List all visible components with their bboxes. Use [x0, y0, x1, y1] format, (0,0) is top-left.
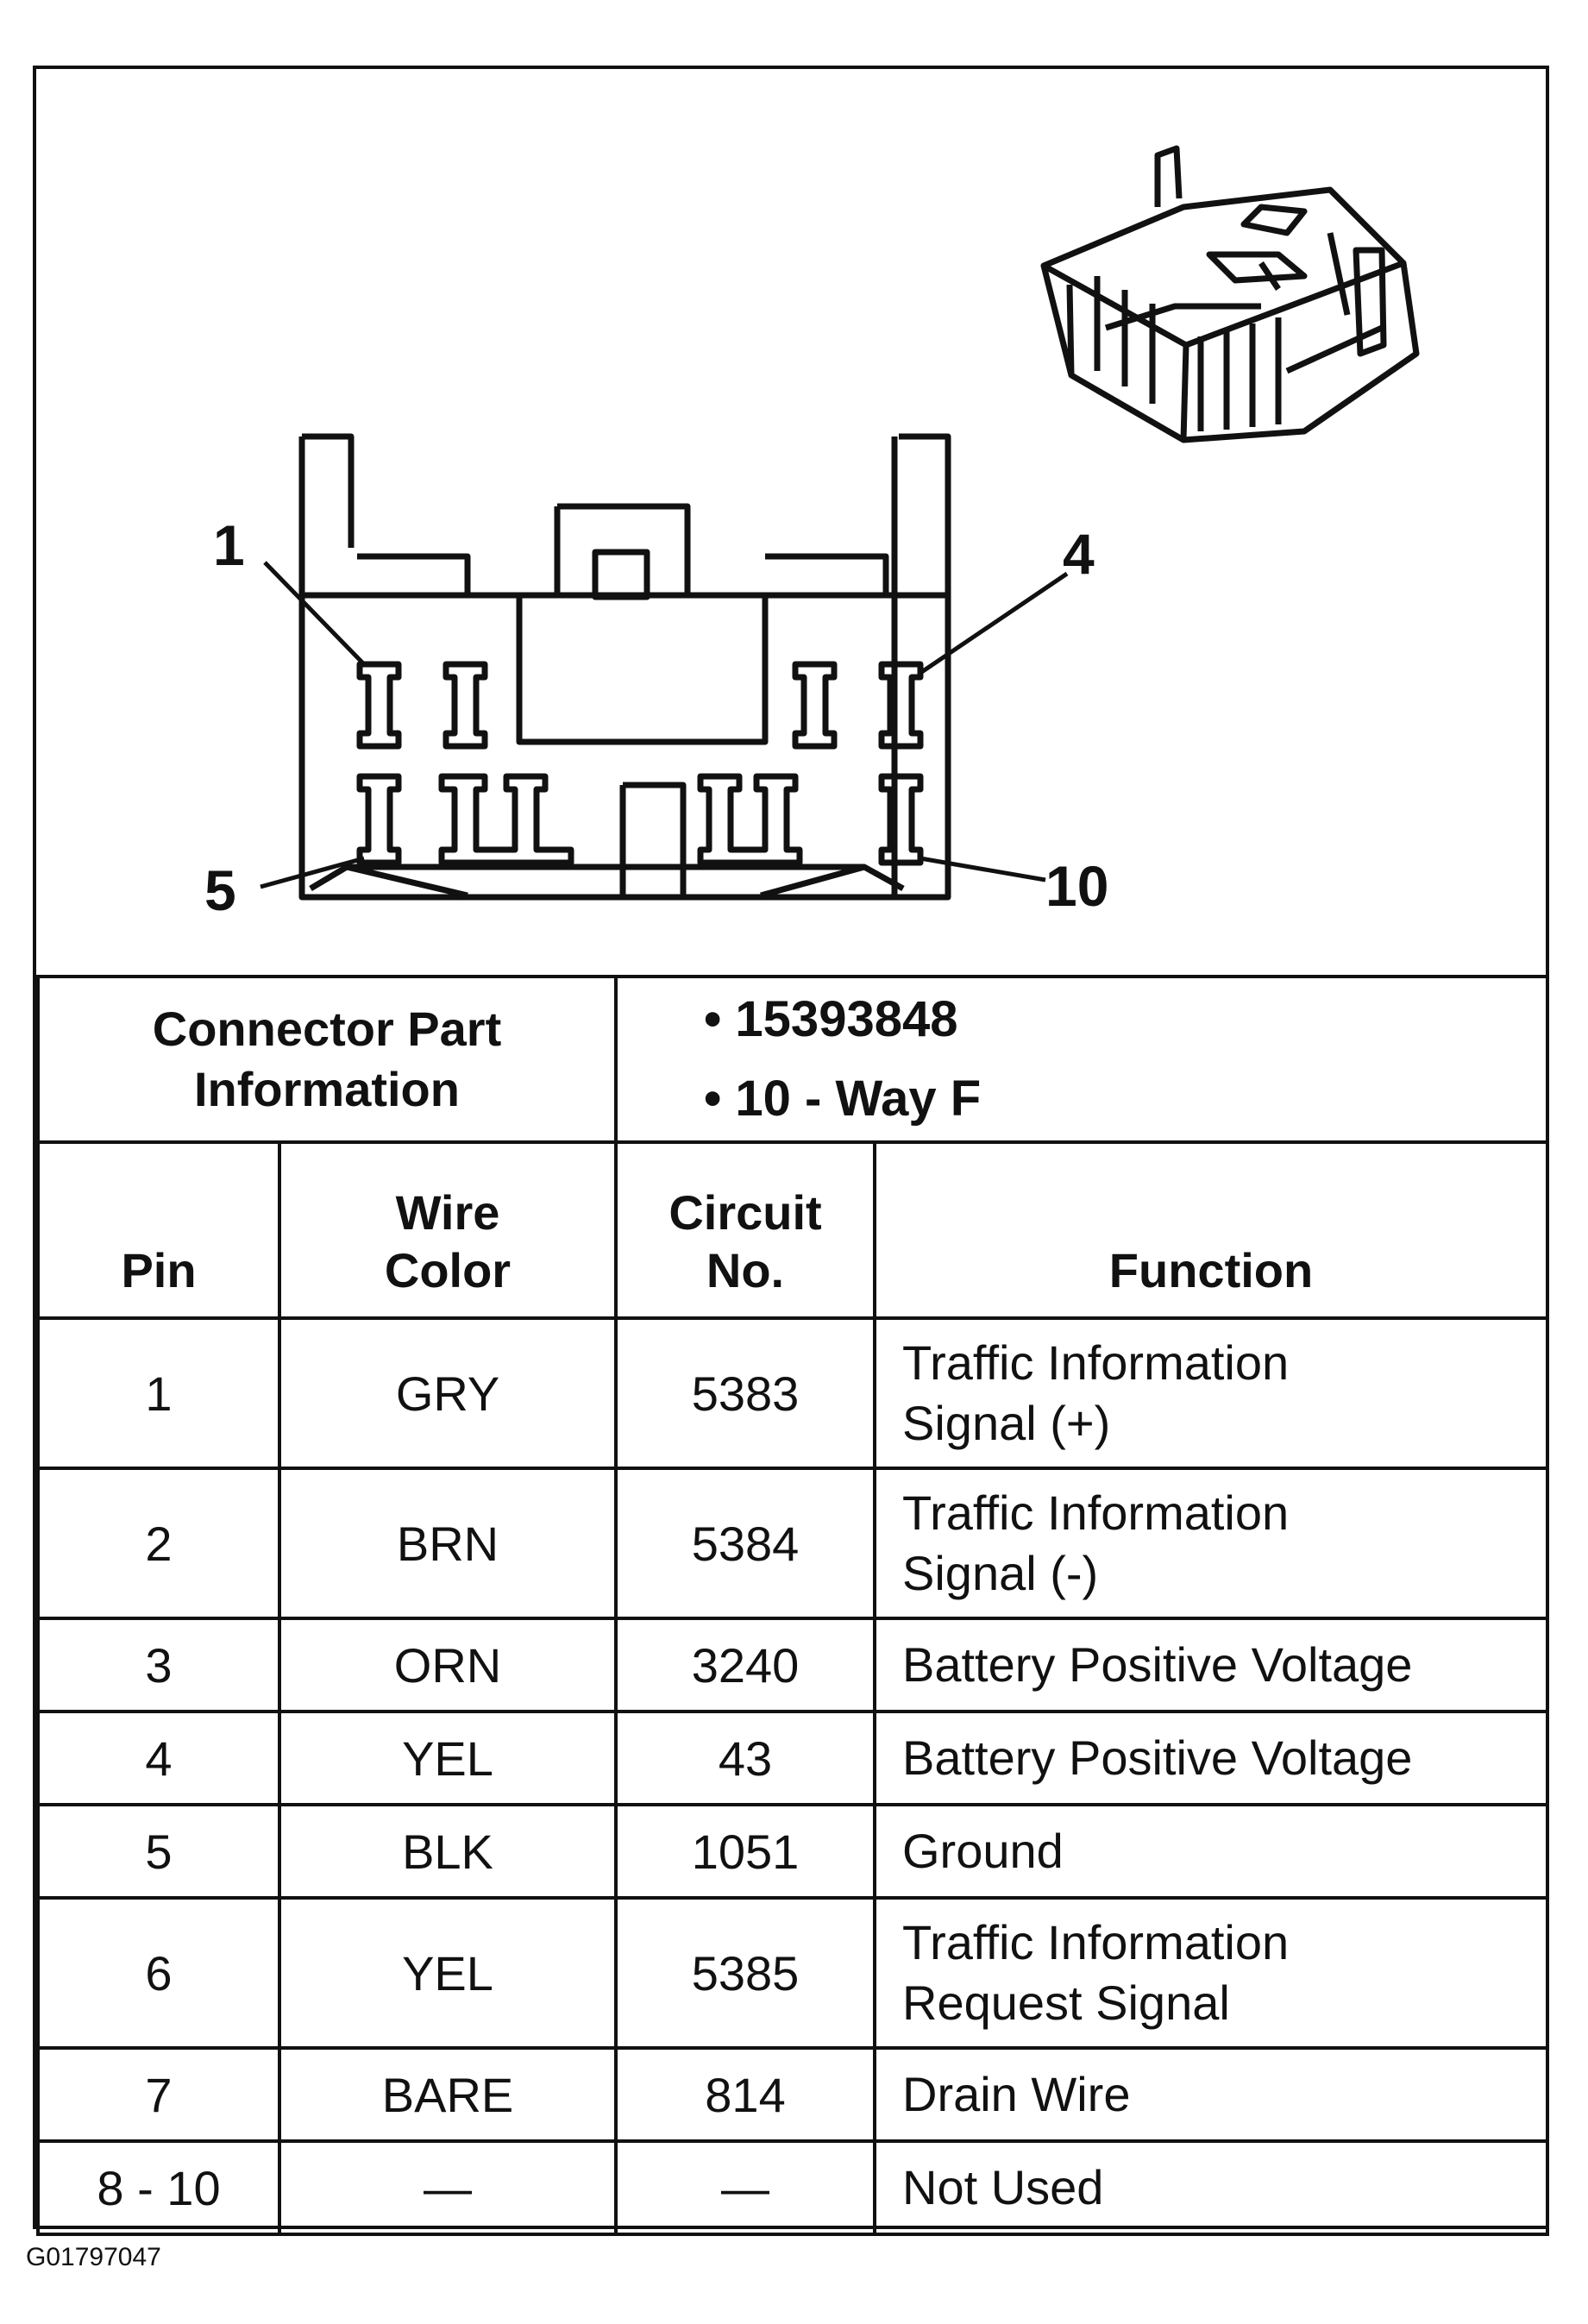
header-pin: Pin [36, 1140, 281, 1320]
pin-cell: 2 [36, 1467, 281, 1620]
wire-color-cell: BLK [278, 1803, 618, 1900]
connector-info-label-line1: Connector Part [152, 1002, 502, 1056]
circuit-cell: 3240 [614, 1617, 876, 1713]
table-row: 7 BARE 814 Drain Wire [36, 2046, 1549, 2143]
circuit-cell: 5385 [614, 1896, 876, 2050]
connector-part-number: • 15393848 [704, 991, 958, 1047]
connector-3d-illustration [1040, 145, 1420, 443]
pin-cell: 1 [36, 1316, 281, 1470]
header-wire-color: Wire Color [278, 1140, 618, 1320]
table-row: 4 YEL 43 Battery Positive Voltage [36, 1710, 1549, 1806]
circuit-cell: 814 [614, 2046, 876, 2143]
table-row: 5 BLK 1051 Ground [36, 1803, 1549, 1900]
pin-label-1: 1 [213, 513, 245, 577]
table-row: 8 - 10 — — Not Used [36, 2139, 1549, 2236]
pin-label-4: 4 [1063, 522, 1095, 586]
pin-cell: 7 [36, 2046, 281, 2143]
pin-leader-lines [260, 561, 1069, 889]
header-circuit-no: Circuit No. [614, 1140, 876, 1320]
connector-info-values: • 15393848 • 10 - Way F [614, 975, 1549, 1144]
circuit-cell: 5384 [614, 1467, 876, 1620]
circuit-cell: 5383 [614, 1316, 876, 1470]
circuit-cell: — [614, 2139, 876, 2236]
pin-cell: 8 - 10 [36, 2139, 281, 2236]
pin-cell: 3 [36, 1617, 281, 1713]
connector-table: Connector Part Information • 15393848 • … [36, 975, 1549, 2236]
function-cell: Battery Positive Voltage [873, 1617, 1549, 1713]
function-cell: Drain Wire [873, 2046, 1549, 2143]
wire-color-cell: — [278, 2139, 618, 2236]
pin-cell: 4 [36, 1710, 281, 1806]
pin-cavities [356, 661, 924, 866]
wire-color-cell: YEL [278, 1896, 618, 2050]
wire-color-cell: BARE [278, 2046, 618, 2143]
function-cell: Battery Positive Voltage [873, 1710, 1549, 1806]
connector-diagram: 1 4 5 10 [36, 69, 1546, 975]
connector-type: • 10 - Way F [704, 1071, 982, 1127]
table-header-row: Pin Wire Color Circuit No. Function [36, 1140, 1549, 1320]
connector-info-row: Connector Part Information • 15393848 • … [36, 975, 1549, 1144]
connector-face-drawing: 1 4 5 10 [204, 145, 1420, 922]
function-cell: Ground [873, 1803, 1549, 1900]
wire-color-cell: GRY [278, 1316, 618, 1470]
figure-id: G01797047 [26, 2243, 161, 2271]
table-row: 3 ORN 3240 Battery Positive Voltage [36, 1617, 1549, 1713]
connector-face-outline [298, 433, 951, 901]
connector-info-label-line2: Information [194, 1062, 460, 1116]
pin-cell: 6 [36, 1896, 281, 2050]
circuit-cell: 43 [614, 1710, 876, 1806]
circuit-cell: 1051 [614, 1803, 876, 1900]
connector-info-label: Connector Part Information [36, 975, 618, 1144]
header-function: Function [873, 1140, 1549, 1320]
connector-sheet: 1 4 5 10 Connector Part Information • 15… [33, 66, 1549, 2236]
pin-label-5: 5 [204, 858, 236, 922]
function-cell: Not Used [873, 2139, 1549, 2236]
wire-color-cell: BRN [278, 1467, 618, 1620]
pin-cell: 5 [36, 1803, 281, 1900]
wire-color-cell: ORN [278, 1617, 618, 1713]
wire-color-cell: YEL [278, 1710, 618, 1806]
pin-label-10: 10 [1045, 854, 1108, 918]
